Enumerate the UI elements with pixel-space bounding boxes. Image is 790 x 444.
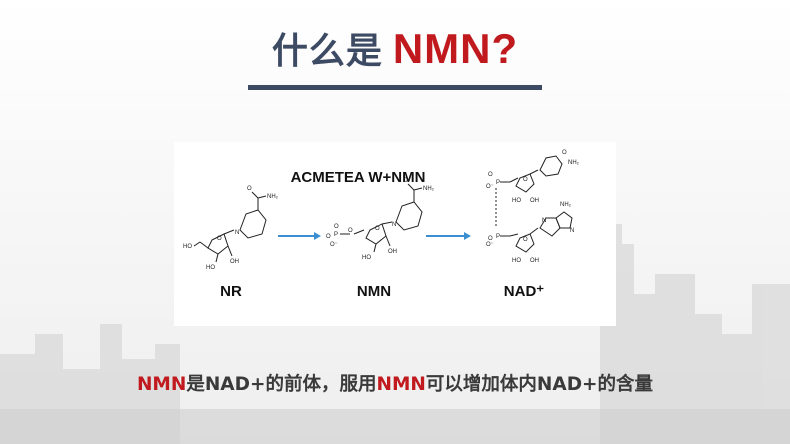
svg-text:N: N bbox=[542, 218, 546, 224]
city-skyline-background bbox=[0, 224, 790, 444]
svg-text:O⁻: O⁻ bbox=[486, 242, 494, 248]
svg-text:HO: HO bbox=[206, 265, 215, 271]
svg-text:O: O bbox=[523, 177, 528, 183]
svg-text:HO: HO bbox=[512, 198, 521, 204]
svg-text:O⁻: O⁻ bbox=[486, 184, 494, 190]
svg-text:O: O bbox=[334, 224, 339, 230]
svg-text:O: O bbox=[403, 178, 408, 184]
caption-text-2: 可以增加体内NAD+的含量 bbox=[425, 374, 654, 395]
nmn-conversion-diagram: ACMETEA W+NMN O HO HO OH N O NH₂ bbox=[174, 142, 616, 326]
svg-text:O: O bbox=[348, 228, 353, 234]
arrow-nr-to-nmn bbox=[278, 232, 321, 240]
svg-text:OH: OH bbox=[530, 258, 539, 264]
nad-structure: O P O⁻ O HO OH O NH₂ O P O⁻ O HO OH bbox=[486, 150, 580, 264]
svg-text:HO: HO bbox=[183, 244, 192, 250]
label-nmn: NMN bbox=[357, 283, 391, 300]
svg-text:O: O bbox=[247, 186, 252, 192]
svg-text:N: N bbox=[392, 222, 396, 228]
svg-text:OH: OH bbox=[230, 259, 239, 265]
svg-text:O: O bbox=[488, 236, 493, 242]
svg-text:O: O bbox=[562, 150, 567, 156]
svg-text:NH₂: NH₂ bbox=[560, 202, 572, 208]
svg-text:O: O bbox=[217, 236, 222, 242]
svg-text:O: O bbox=[375, 226, 380, 232]
label-nad: NAD⁺ bbox=[504, 283, 544, 300]
arrow-nmn-to-nad bbox=[426, 232, 471, 240]
caption-nmn-1: NMN bbox=[136, 374, 187, 395]
nr-structure: O HO HO OH N O NH₂ bbox=[183, 186, 279, 271]
svg-text:O: O bbox=[326, 234, 331, 240]
svg-text:OH: OH bbox=[530, 198, 539, 204]
svg-text:NH₂: NH₂ bbox=[423, 186, 435, 192]
svg-text:P: P bbox=[496, 234, 500, 240]
diagram-svg: ACMETEA W+NMN O HO HO OH N O NH₂ bbox=[183, 150, 580, 300]
title-prefix: 什么是 bbox=[271, 31, 383, 72]
svg-text:N: N bbox=[235, 230, 239, 236]
svg-text:NH₂: NH₂ bbox=[267, 194, 279, 200]
caption-text: NMN是NAD+的前体，服用NMN可以增加体内NAD+的含量 bbox=[0, 370, 790, 396]
label-nr: NR bbox=[220, 283, 242, 300]
svg-text:O⁻: O⁻ bbox=[330, 242, 338, 248]
svg-text:O: O bbox=[488, 172, 493, 178]
nmn-structure: O P O O⁻ O O HO OH N O NH₂ bbox=[326, 178, 435, 261]
caption-text-1: 是NAD+的前体，服用 bbox=[186, 374, 377, 395]
title-highlight: NMN? bbox=[392, 25, 519, 72]
caption-nmn-2: NMN bbox=[376, 374, 426, 395]
svg-text:P: P bbox=[496, 180, 500, 186]
title-underline bbox=[248, 85, 542, 90]
svg-text:N: N bbox=[570, 228, 574, 234]
svg-text:HO: HO bbox=[362, 255, 371, 261]
svg-text:HO: HO bbox=[512, 258, 521, 264]
svg-text:NH₂: NH₂ bbox=[568, 160, 580, 166]
svg-text:O: O bbox=[523, 237, 528, 243]
diagram-heading: ACMETEA W+NMN bbox=[291, 169, 426, 186]
svg-text:P: P bbox=[334, 232, 338, 238]
svg-text:OH: OH bbox=[388, 249, 397, 255]
